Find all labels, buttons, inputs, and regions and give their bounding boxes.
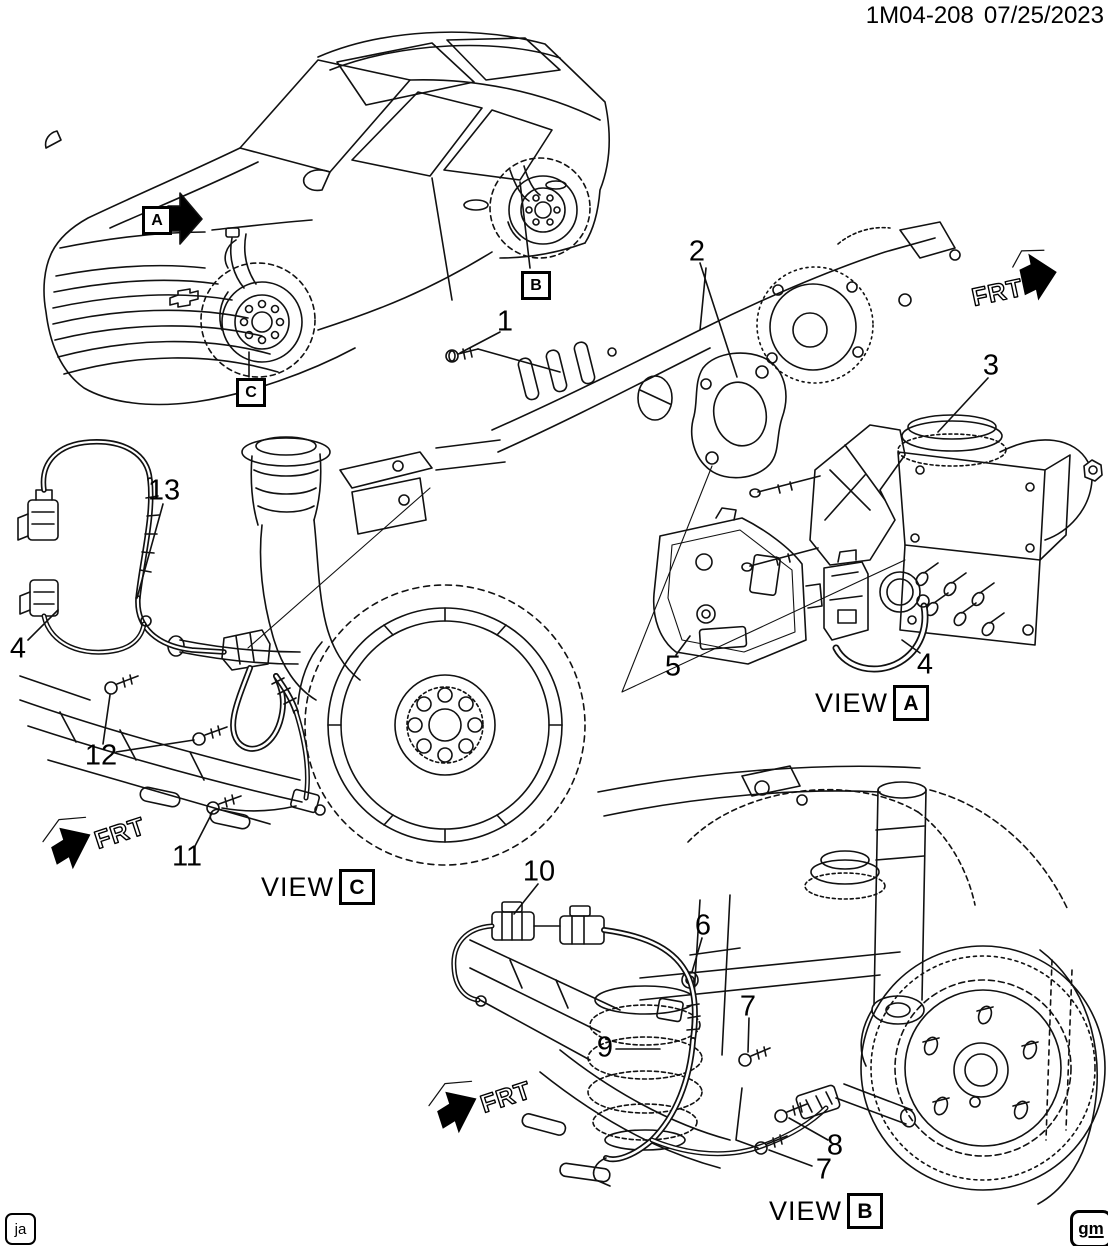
view-c-word: VIEW [261,871,335,902]
callout-9: 9 [596,1031,614,1064]
wheel-speed-sensor-harness-13 [17,439,326,816]
sensor-part-4-view-c [19,579,152,655]
bolt-part-12a [104,674,139,695]
callout-5: 5 [664,650,682,683]
bolt-part-12b [192,725,228,746]
vehicle-illustration [43,31,610,406]
view-a-word: VIEW [815,687,889,718]
frt-indicator-bottom: FRT [428,1075,536,1134]
view-b-letter: B [847,1193,884,1229]
svg-text:FRT: FRT [477,1076,535,1119]
view-a-letter: A [893,685,930,721]
hose-part-4-view-a [832,594,930,673]
frt-arrow-right [1019,253,1057,301]
rear-brake-rotor [860,945,1106,1205]
frt-indicator-top-right: FRT [969,249,1057,313]
front-brake-rotor [297,584,586,866]
view-a-caption: VIEW A [815,685,930,721]
bolt-part-7-lower [754,1134,788,1155]
air-spring [587,985,703,1151]
mounting-bracket [741,424,906,572]
vehicle-label-c: C [236,378,266,407]
view-b-word: VIEW [769,1195,843,1226]
drawing-number: 1M04-208 [865,2,974,29]
callout-4-view-c: 4 [9,632,27,665]
view-c-caption: VIEW C [261,869,376,905]
engine-bay-view [491,221,1103,693]
callout-12: 12 [84,739,118,772]
frt-indicator-mid-left: FRT [42,811,150,870]
bowtie-emblem [169,288,199,308]
vehicle-label-b: B [521,271,551,300]
callout-13: 13 [147,474,181,507]
gm-logo: gm [1070,1210,1108,1246]
callout-7-upper: 7 [739,990,757,1023]
abs-module-part-3 [879,414,1103,646]
drawing-date: 07/25/2023 [983,2,1104,29]
callout-11: 11 [171,840,203,873]
callout-6: 6 [694,909,712,942]
frt-arrow-left [437,1091,477,1134]
connector-block [823,549,869,641]
callout-2: 2 [688,235,706,268]
rear-sensor-harness [451,901,917,1187]
bolt-part-1 [445,331,561,373]
bolt-part-7-upper [738,1046,771,1067]
front-wheel-brake [200,227,316,378]
rear-wheel-brake [489,157,591,259]
gasket-part-2 [690,352,787,479]
callout-1: 1 [496,305,514,338]
callout-10: 10 [522,855,556,888]
mirror [302,169,331,192]
corner-mark-ja: ja [5,1213,36,1245]
rear-suspension-view [451,765,1106,1205]
view-c-letter: C [339,869,376,905]
callout-8: 8 [826,1129,844,1162]
bolt-part-11 [206,794,242,815]
front-suspension-view [17,436,586,866]
frt-arrow-left [51,827,91,870]
view-b-caption: VIEW B [769,1193,884,1229]
bolt-part-8 [774,1102,808,1123]
lug-studs [922,1005,1039,1120]
callout-3: 3 [982,349,1000,382]
drawing-header: 1M04-208 07/25/2023 [856,2,1104,30]
cover-part-5 [652,507,823,665]
svg-text:FRT: FRT [91,812,149,855]
vehicle-label-a: A [142,206,172,235]
callout-4-view-a: 4 [916,648,934,681]
svg-text:FRT: FRT [969,274,1025,312]
callout-7-lower: 7 [815,1153,833,1186]
